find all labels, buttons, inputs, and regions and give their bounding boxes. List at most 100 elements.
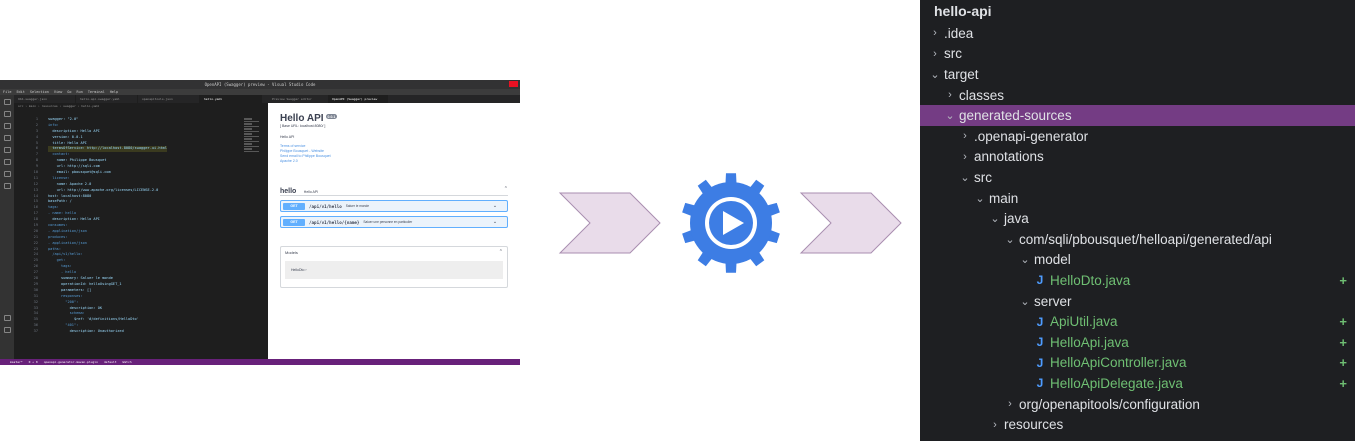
tree-folder-row[interactable]: ⌄server	[920, 291, 1355, 312]
model-item[interactable]: HelloDto ›	[285, 261, 503, 279]
info-link[interactable]: Send email to Philippe Bousquet	[280, 154, 331, 158]
info-link[interactable]: Apache 2.0	[280, 159, 298, 163]
chevron-right-icon[interactable]: ›	[1008, 398, 1012, 411]
line-number: 37	[33, 329, 38, 334]
tree-folder-row[interactable]: ›src	[920, 44, 1355, 65]
chevron-down-icon[interactable]: ⌄	[960, 171, 970, 184]
chevron-right-icon[interactable]: ›	[993, 418, 997, 431]
chevron-up-icon[interactable]: ⌃	[503, 185, 508, 192]
chevron-down-icon[interactable]: ⌄	[990, 213, 1000, 226]
minimap-line	[244, 123, 252, 125]
run-debug-icon[interactable]	[3, 135, 11, 141]
code-line: 12 name: Apache 2.0	[20, 182, 268, 188]
tree-folder-row[interactable]: ›.idea	[920, 23, 1355, 44]
tree-folder-row[interactable]: ›classes	[920, 85, 1355, 106]
chevron-right-icon[interactable]: ›	[933, 27, 937, 40]
menu-item[interactable]: File	[3, 90, 12, 94]
account-icon[interactable]	[3, 315, 11, 321]
code-line: 37 description: Unauthorized	[20, 329, 268, 335]
menu-item[interactable]: Selection	[29, 90, 49, 94]
editor-tab[interactable]: hello-api-swagger.yaml	[76, 95, 138, 103]
chevron-down-icon[interactable]: ⌄	[492, 203, 498, 209]
tree-folder-row[interactable]: ›.openapi-generator	[920, 126, 1355, 147]
chevron-right-icon[interactable]: ›	[933, 47, 937, 60]
operation-row[interactable]: GET/api/v1/hello/{name}Saluer une person…	[280, 216, 508, 228]
tree-folder-row[interactable]: ⌄ target	[920, 64, 1355, 85]
gear-icon[interactable]	[3, 327, 11, 333]
code-line: 11 license:	[20, 176, 268, 182]
maximize-icon[interactable]	[498, 81, 507, 87]
tree-folder-row[interactable]: ⌄java	[920, 208, 1355, 229]
code-line: 30 parameters: []	[20, 288, 268, 294]
tree-folder-row[interactable]: ⌄model	[920, 250, 1355, 271]
status-item[interactable]: openapi-generator-maven-plugin	[43, 360, 98, 364]
docker-icon[interactable]	[3, 183, 11, 189]
status-item[interactable]: master*	[10, 360, 23, 364]
line-number: 9	[35, 164, 38, 169]
chevron-right-icon[interactable]: ›	[948, 89, 952, 102]
code-line: 24 /api/v1/hello:	[20, 252, 268, 258]
chevron-right-icon[interactable]: ›	[963, 150, 967, 163]
source-control-icon[interactable]	[3, 123, 11, 129]
testing-icon[interactable]	[3, 171, 11, 177]
menu-item[interactable]: View	[53, 90, 63, 94]
explorer-icon[interactable]	[3, 99, 11, 105]
minimize-icon[interactable]	[487, 81, 496, 87]
chevron-down-icon[interactable]: ⌄	[930, 68, 940, 81]
tree-folder-row[interactable]: ›resources	[920, 414, 1355, 435]
status-item[interactable]: Watch	[122, 360, 132, 364]
gear-play-icon	[680, 172, 782, 274]
tree-folder-row[interactable]: ⌄main	[920, 188, 1355, 209]
chevron-down-icon[interactable]: ⌄	[1005, 233, 1015, 246]
minimap[interactable]	[244, 117, 266, 157]
preview-tab[interactable]: OpenAPI (Swagger) preview	[328, 95, 388, 103]
info-link[interactable]: Terms of service	[280, 144, 306, 148]
line-number: 25	[33, 258, 38, 263]
tree-folder-row[interactable]: ⌄generated-sources	[920, 105, 1355, 126]
menu-item[interactable]: Edit	[16, 90, 25, 94]
status-item[interactable]: default	[103, 360, 117, 364]
status-item[interactable]: 0 ⚠ 0	[28, 360, 38, 364]
preview-tab[interactable]: Preview Swagger editor	[272, 97, 312, 101]
menu-item[interactable]: Help	[109, 90, 119, 94]
chevron-down-icon[interactable]: ⌄	[1020, 254, 1030, 267]
code-line: 28 summary: Saluer le monde	[20, 276, 268, 282]
code-text: get:	[48, 258, 66, 263]
code-text: url: http://sqli.com	[48, 164, 100, 169]
code-text: url: http://www.apache.org/licenses/LICE…	[48, 187, 159, 192]
tag-section-hello[interactable]: hello Hello API ⌃	[280, 182, 508, 196]
chevron-down-icon[interactable]: ⌄	[492, 219, 498, 225]
chevron-right-icon[interactable]: ›	[963, 130, 967, 143]
editor-tab[interactable]: OAS.swagger.json	[14, 95, 76, 103]
close-icon[interactable]	[509, 81, 518, 87]
search-icon[interactable]	[3, 111, 11, 117]
menu-item[interactable]: Go	[67, 90, 72, 94]
chevron-down-icon[interactable]: ⌄	[1020, 295, 1030, 308]
info-link[interactable]: Philippe Bousquet - Website	[280, 149, 324, 153]
menu-item[interactable]: Run	[76, 90, 83, 94]
tree-folder-row[interactable]: ›org/openapitools/configuration	[920, 394, 1355, 415]
tree-folder-row[interactable]: ›annotations	[920, 147, 1355, 168]
chevron-down-icon[interactable]: ⌄	[945, 110, 955, 123]
tree-folder-row[interactable]: ⌄com/sqli/pbousquet/helloapi/generated/a…	[920, 229, 1355, 250]
editor-tab[interactable]: openapitools.json	[138, 95, 200, 103]
editor-tab[interactable]: hello.yaml	[200, 95, 262, 103]
remote-icon[interactable]	[3, 159, 11, 165]
extensions-icon[interactable]	[3, 147, 11, 153]
menu-item[interactable]: Terminal	[87, 90, 105, 94]
vscode-window-title: OpenAPI (Swagger) preview - Visual Studi…	[204, 82, 316, 87]
arrow-right-2	[799, 192, 902, 254]
chevron-down-icon[interactable]: ⌄	[975, 192, 985, 205]
chevron-up-icon[interactable]: ⌃	[498, 249, 503, 255]
folder-name: target	[944, 66, 979, 82]
tree-folder-row[interactable]: ⌄src	[920, 167, 1355, 188]
